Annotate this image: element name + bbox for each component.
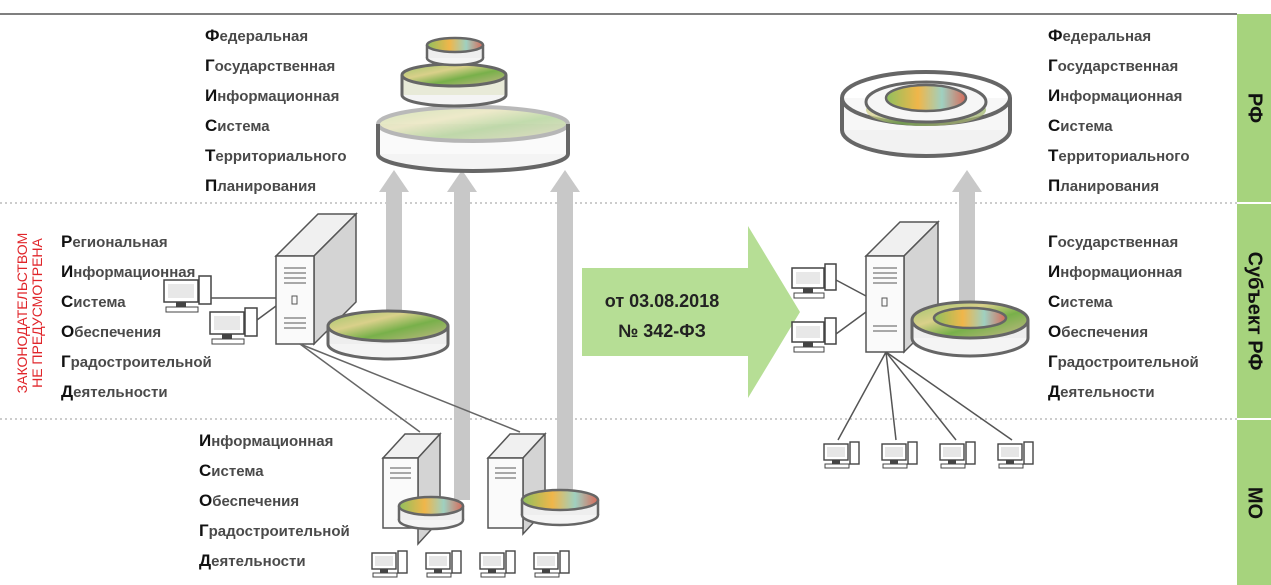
level-band-rf: РФ <box>1237 14 1271 202</box>
label-line: Деятельности <box>1048 382 1155 401</box>
right-federal-label: Федеральная Государственная Информационн… <box>1048 21 1190 201</box>
label-line: Система <box>205 116 270 135</box>
label-line: Государственная <box>205 56 336 75</box>
label-line: Система <box>61 292 126 311</box>
transition-date: от 03.08.2018 <box>604 291 720 311</box>
workstation <box>881 441 918 469</box>
mo-data-dish <box>520 488 600 527</box>
left-federal-label: Федеральная Государственная Информационн… <box>205 21 347 201</box>
workstation <box>791 317 837 353</box>
federal-system-stack-right <box>840 70 1012 158</box>
regional-data-dish-left <box>326 309 450 361</box>
label-line: Система <box>199 461 264 480</box>
label-line: Система <box>1048 116 1113 135</box>
level-band-subject: Субъект РФ <box>1237 204 1271 418</box>
workstation <box>823 441 860 469</box>
label-line: Федеральная <box>205 26 309 45</box>
label-line: Обеспечения <box>199 491 300 510</box>
federal-system-stack-left <box>376 36 570 173</box>
level-label-subject: Субъект РФ <box>1243 251 1266 371</box>
label-line: Деятельности <box>199 551 306 570</box>
workstation <box>939 441 976 469</box>
left-regional-label: Региональная Информационная Система Обес… <box>61 227 212 407</box>
transition-law: № 342-ФЗ <box>618 321 706 341</box>
label-line: Федеральная <box>1048 26 1152 45</box>
label-line: Информационная <box>61 262 196 281</box>
label-line: Территориального <box>205 146 347 165</box>
workstation <box>791 263 837 299</box>
upload-arrow <box>550 170 580 490</box>
level-band-mo: МО <box>1237 420 1271 585</box>
regional-data-dish-right <box>910 300 1030 358</box>
label-line: Обеспечения <box>1048 322 1149 341</box>
label-line: Информационная <box>1048 262 1183 281</box>
workstation <box>425 550 462 578</box>
law-note-line: ЗАКОНОДАТЕЛЬСТВОМ <box>14 232 30 394</box>
transition-label: от 03.08.2018 № 342-ФЗ <box>582 286 742 346</box>
upload-arrow <box>379 170 409 310</box>
label-line: Градостроительной <box>61 352 212 371</box>
label-line: Региональная <box>61 232 168 251</box>
workstation <box>209 307 258 345</box>
label-line: Информационная <box>1048 86 1183 105</box>
label-line: Государственная <box>1048 56 1179 75</box>
upload-arrow <box>952 170 982 306</box>
workstation <box>163 275 212 313</box>
law-note: ЗАКОНОДАТЕЛЬСТВОМ НЕ ПРЕДУСМОТРЕНА <box>14 232 45 394</box>
label-line: Обеспечения <box>61 322 162 341</box>
workstation <box>479 550 516 578</box>
workstation <box>997 441 1034 469</box>
label-line: Государственная <box>1048 232 1179 251</box>
level-label-mo: МО <box>1243 486 1266 519</box>
label-line: Планирования <box>1048 176 1160 195</box>
label-line: Градостроительной <box>1048 352 1199 371</box>
workstation <box>533 550 570 578</box>
label-line: Планирования <box>205 176 317 195</box>
label-line: Информационная <box>205 86 340 105</box>
label-line: Система <box>1048 292 1113 311</box>
regional-server-left <box>274 212 358 346</box>
workstation <box>371 550 408 578</box>
label-line: Информационная <box>199 431 334 450</box>
law-note-line: НЕ ПРЕДУСМОТРЕНА <box>29 238 45 388</box>
upload-arrow <box>447 170 477 500</box>
mo-data-dish <box>397 495 465 531</box>
left-mo-label: Информационная Система Обеспечения Градо… <box>199 426 350 576</box>
label-line: Территориального <box>1048 146 1190 165</box>
right-regional-label: Государственная Информационная Система О… <box>1048 227 1199 407</box>
label-line: Деятельности <box>61 382 168 401</box>
level-label-rf: РФ <box>1243 92 1266 124</box>
transition-arrow <box>582 226 800 398</box>
label-line: Градостроительной <box>199 521 350 540</box>
